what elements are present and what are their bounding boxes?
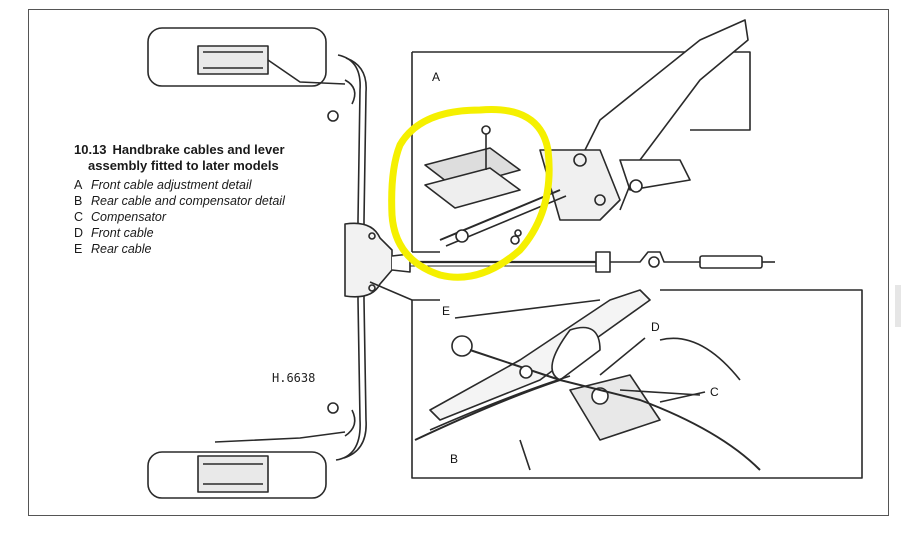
caption-title-line1: Handbrake cables and lever	[112, 142, 285, 157]
front-cable-line	[410, 251, 775, 273]
legend-item: A Front cable adjustment detail	[74, 177, 334, 193]
callout-b: B	[450, 452, 459, 466]
callout-d: D	[651, 320, 660, 334]
compensator-bracket	[344, 222, 411, 298]
figure-number: 10.13	[74, 142, 107, 157]
callout-a: A	[432, 70, 441, 84]
legend-text: Rear cable and compensator detail	[91, 194, 285, 208]
legend-item: C Compensator	[74, 209, 334, 225]
callout-e: E	[442, 304, 451, 318]
figure-frame	[28, 9, 889, 516]
edge-scroll-mark	[895, 285, 901, 327]
box-b-rear-detail	[369, 281, 863, 479]
legend-item: D Front cable	[74, 225, 334, 241]
legend-key: E	[74, 242, 83, 256]
legend-text: Rear cable	[91, 242, 152, 256]
legend-text: Front cable adjustment detail	[91, 178, 252, 192]
legend-item: E Rear cable	[74, 241, 334, 257]
box-a-front-adjustment	[411, 19, 751, 253]
legend-text: Front cable	[91, 226, 154, 240]
caption-title-line2: assembly fitted to later models	[88, 158, 279, 173]
legend-key: D	[74, 226, 84, 240]
legend-text: Compensator	[91, 210, 167, 224]
callout-c: C	[710, 385, 719, 399]
yellow-highlight	[388, 106, 553, 281]
top-wheel	[147, 27, 356, 105]
legend-key: A	[74, 178, 83, 192]
legend: A Front cable adjustment detail B Rear cab…	[74, 177, 334, 257]
figure-caption: 10.13 Handbrake cables and lever assembly…	[74, 142, 334, 257]
bottom-wheel	[147, 409, 356, 499]
legend-key: B	[74, 194, 83, 208]
drawing-code: H.6638	[272, 371, 316, 385]
caption-title: 10.13 Handbrake cables and lever assembly…	[74, 142, 334, 174]
legend-item: B Rear cable and compensator detail	[74, 193, 334, 209]
legend-key: C	[74, 210, 84, 224]
